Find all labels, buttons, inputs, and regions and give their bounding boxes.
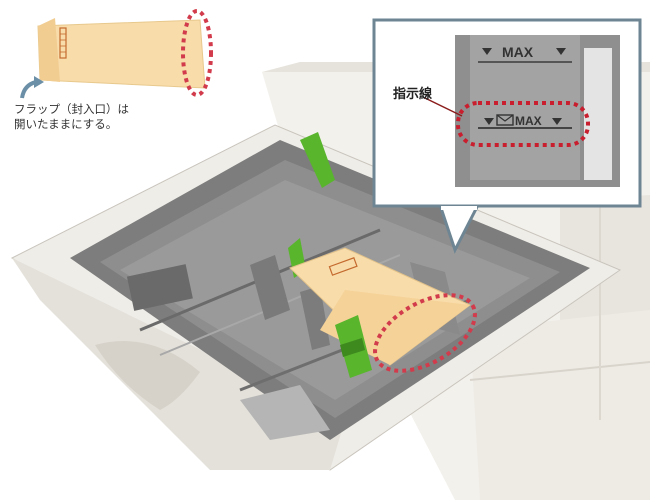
caption-line-2: 開いたままにする。	[14, 117, 118, 131]
flap-highlight-illustration	[181, 9, 213, 97]
curved-arrow-icon	[20, 80, 37, 99]
front-guide	[335, 315, 372, 378]
envelope-illustration	[20, 9, 213, 99]
indicator-line-label: 指示線	[393, 87, 433, 102]
flap-highlight-tray	[373, 293, 477, 373]
indicator-line-leader	[424, 97, 463, 117]
callout-box: MAX MAX	[372, 18, 642, 254]
indicator-line-highlight	[456, 101, 590, 147]
max-marker-upper: MAX	[502, 44, 534, 60]
caption-line-1: フラップ（封入口）は	[14, 102, 129, 116]
max-marker-lower: MAX	[515, 114, 542, 128]
flap-caption: フラップ（封入口）は 開いたままにする。	[14, 102, 129, 132]
